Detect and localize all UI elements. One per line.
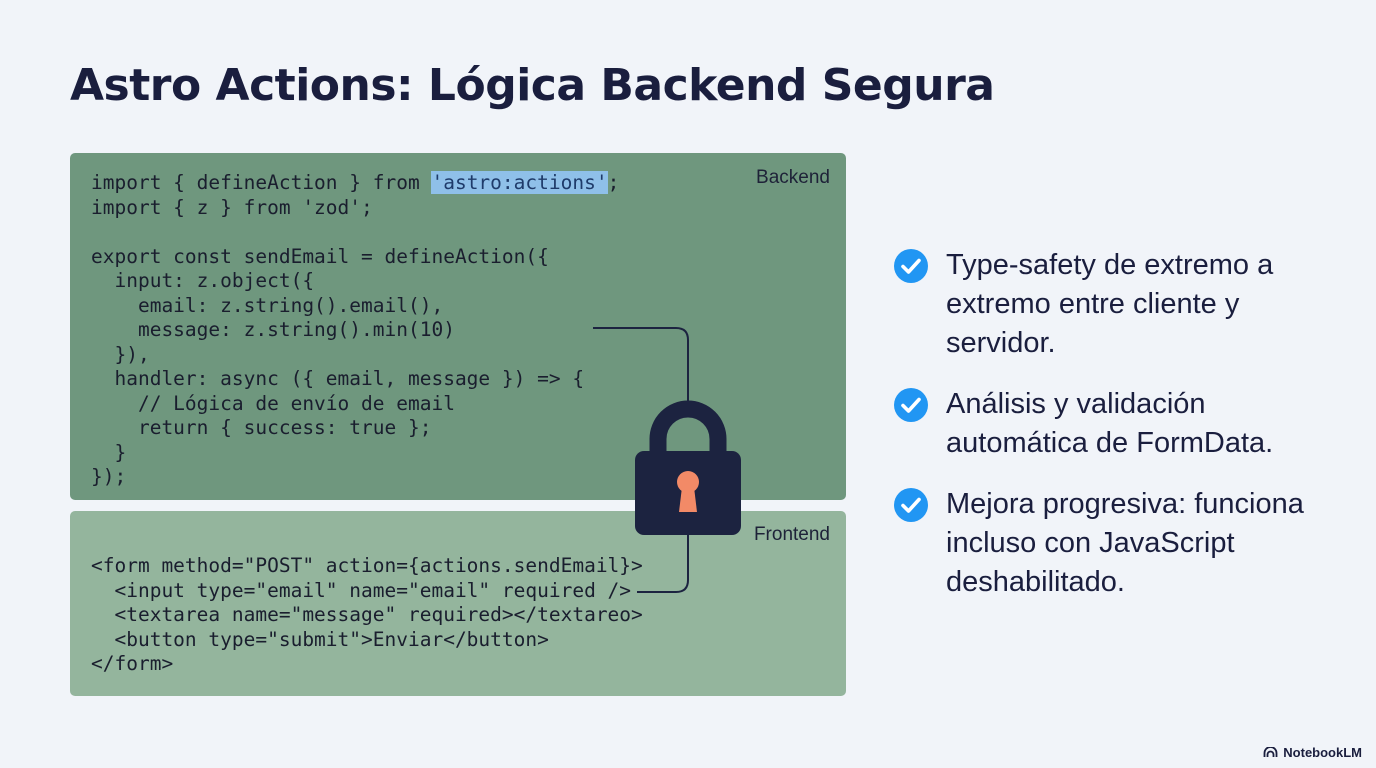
code-text: ; <box>607 171 620 194</box>
backend-code-line: // Lógica de envío de email <box>91 392 619 417</box>
benefit-text: Mejora progresiva: funciona incluso con … <box>946 488 1304 598</box>
code-text: }); <box>91 465 127 488</box>
code-text: </form> <box>91 652 174 675</box>
code-highlight: 'astro:actions' <box>431 171 608 194</box>
benefit-item: Análisis y validación automática de Form… <box>893 385 1343 463</box>
frontend-code-panel: Frontend <form method="POST" action={act… <box>70 511 846 696</box>
frontend-code-line: <textarea name="message" required></text… <box>91 603 643 628</box>
notebooklm-brand: NotebookLM <box>1263 745 1362 760</box>
benefit-text: Type-safety de extremo a extremo entre c… <box>946 249 1274 359</box>
code-text: <button type="submit">Enviar</button> <box>91 627 549 651</box>
code-text: // Lógica de envío de email <box>91 391 455 415</box>
code-text: <form method="POST" action={actions.send… <box>91 554 643 577</box>
backend-label: Backend <box>756 167 830 188</box>
code-text: <textarea name="message" required></text… <box>91 603 643 626</box>
benefit-text: Análisis y validación automática de Form… <box>946 388 1274 459</box>
check-circle-icon <box>894 249 928 283</box>
code-text: }), <box>91 342 150 366</box>
backend-code-line: } <box>91 441 619 466</box>
backend-code-line: }), <box>91 343 619 368</box>
backend-code-line: message: z.string().min(10) <box>91 318 619 343</box>
code-text: handler: async ({ email, message }) => { <box>91 367 585 390</box>
frontend-code-line: <input type="email" name="email" require… <box>91 579 643 604</box>
code-text: <input type="email" name="email" require… <box>91 578 632 602</box>
benefits-list: Type-safety de extremo a extremo entre c… <box>893 246 1343 624</box>
frontend-code-line: </form> <box>91 652 643 677</box>
code-text: } <box>91 440 127 464</box>
backend-code-line: handler: async ({ email, message }) => { <box>91 367 619 392</box>
backend-code-line: input: z.object({ <box>91 269 619 294</box>
code-text: email: z.string().email(), <box>91 293 444 317</box>
frontend-code-line: <button type="submit">Enviar</button> <box>91 628 643 653</box>
backend-code-line: export const sendEmail = defineAction({ <box>91 245 619 270</box>
frontend-label: Frontend <box>753 524 830 545</box>
backend-code-line: import { defineAction } from 'astro:acti… <box>91 171 619 196</box>
code-text: message: z.string().min(10) <box>91 318 455 341</box>
backend-code-line <box>91 220 619 245</box>
backend-code-line: import { z } from 'zod'; <box>91 196 619 221</box>
frontend-code-line: <form method="POST" action={actions.send… <box>91 554 643 579</box>
frontend-code: <form method="POST" action={actions.send… <box>91 554 643 677</box>
code-text: return { success: true }; <box>91 416 432 439</box>
code-text: export const sendEmail = defineAction({ <box>91 244 549 268</box>
backend-code-line: email: z.string().email(), <box>91 294 619 319</box>
backend-code-line: return { success: true }; <box>91 416 619 441</box>
benefit-item: Mejora progresiva: funciona incluso con … <box>893 485 1343 602</box>
code-text: import { z } from 'zod'; <box>91 195 373 219</box>
code-text: input: z.object({ <box>91 269 315 292</box>
benefit-item: Type-safety de extremo a extremo entre c… <box>893 246 1343 363</box>
code-text: import { defineAction } from <box>91 171 432 194</box>
slide-title: Astro Actions: Lógica Backend Segura <box>70 60 995 111</box>
notebooklm-logo-icon <box>1263 747 1278 757</box>
brand-label: NotebookLM <box>1283 745 1362 760</box>
backend-code-panel: Backend import { defineAction } from 'as… <box>70 153 846 500</box>
backend-code: import { defineAction } from 'astro:acti… <box>91 171 619 490</box>
padlock-icon <box>635 400 741 535</box>
check-circle-icon <box>894 388 928 422</box>
check-circle-icon <box>894 488 928 522</box>
backend-code-line: }); <box>91 465 619 490</box>
